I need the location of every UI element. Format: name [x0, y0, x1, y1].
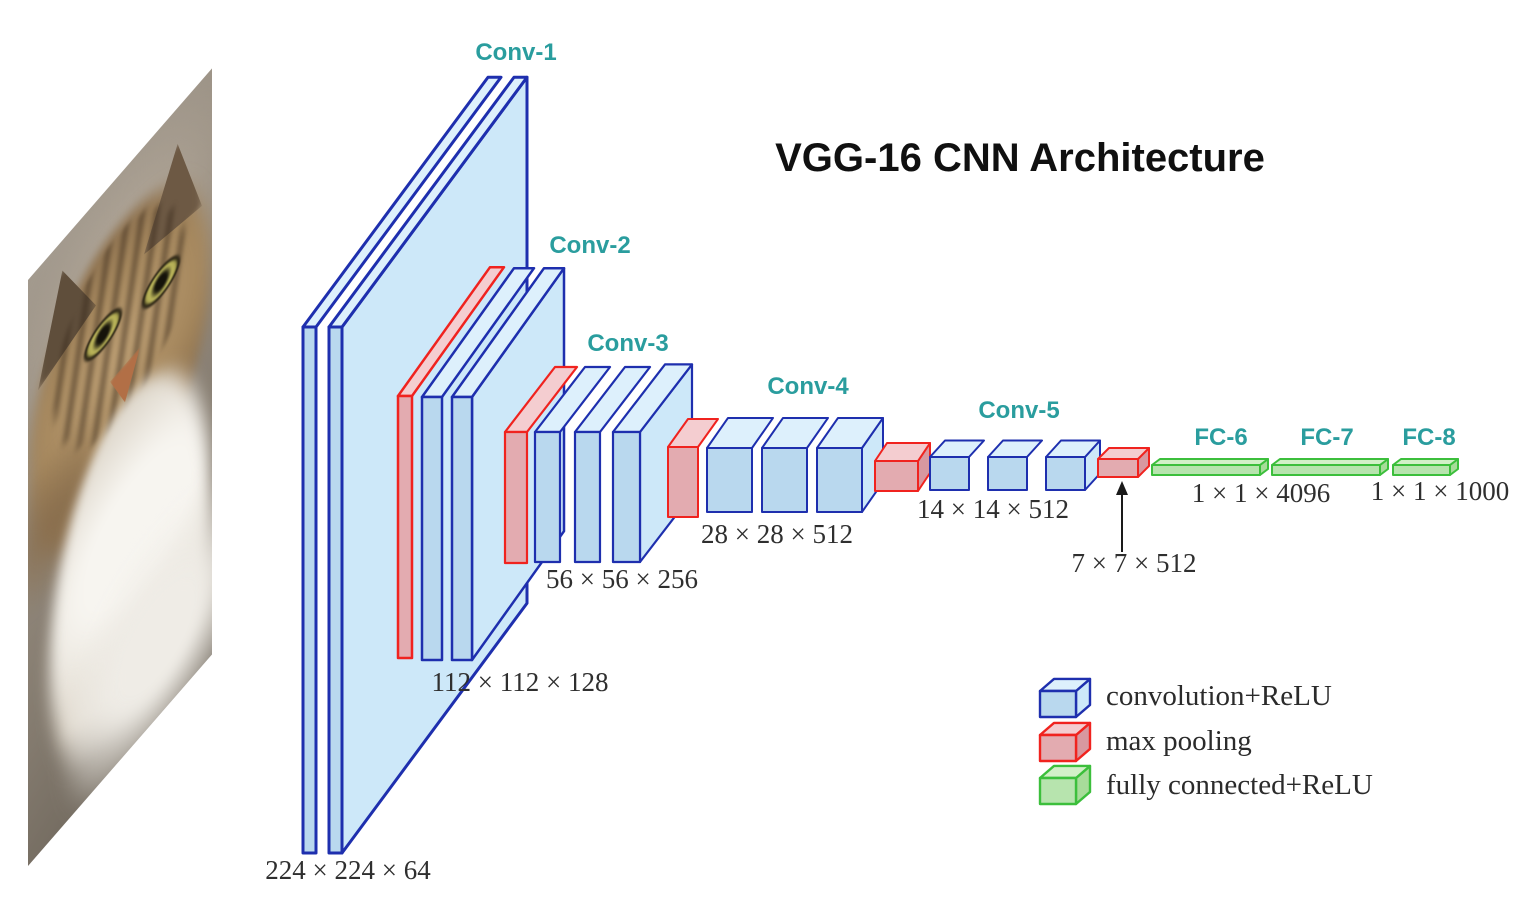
legend-cube-pool-front-face	[1038, 733, 1078, 763]
conv4-layer2-front-face	[761, 447, 808, 513]
pool2-front-face	[503, 430, 529, 565]
legend-cube-conv-front-face	[1038, 689, 1078, 719]
legend: convolution+ReLU max pooling fully connect…	[1038, 677, 1373, 806]
legend-item-pool: max pooling	[1038, 721, 1252, 763]
dimension-label-dim-56: 56 × 56 × 256	[546, 564, 698, 594]
layer-box-pool5	[1097, 447, 1150, 478]
dimension-label-dim-14: 14 × 14 × 512	[917, 494, 1069, 524]
legend-cube-fc-front-face	[1038, 776, 1078, 806]
dimension-label-dim-4096: 1 × 1 × 4096	[1192, 478, 1330, 508]
fc8-bar-front-face	[1392, 464, 1451, 476]
legend-label-pool: max pooling	[1106, 725, 1252, 757]
layer-box-conv3-layer1	[533, 365, 612, 564]
arrow-head-icon	[1116, 481, 1128, 495]
pool5-pointer-arrow	[1116, 481, 1128, 552]
layer-box-fc7-bar	[1271, 458, 1389, 476]
conv5-layer2-front-face	[987, 456, 1028, 491]
conv2-layer2-front-face	[450, 395, 474, 662]
conv1-layer1-front-face	[301, 325, 318, 855]
conv2-layer1-front-face	[420, 395, 444, 662]
conv5-layer3-front-face	[1045, 456, 1086, 491]
pool5-front-face	[1097, 458, 1139, 478]
layer-box-conv4-layer3	[816, 416, 884, 513]
dimension-label-dim-224: 224 × 224 × 64	[265, 855, 431, 885]
conv3-layer2-front-face	[573, 430, 602, 564]
fc6-bar-front-face	[1151, 464, 1261, 476]
group-label-conv-5: Conv-5	[978, 397, 1059, 424]
group-label-fc-6: FC-6	[1194, 424, 1247, 451]
conv3-layer3-front-face	[611, 430, 642, 564]
layer-box-pool1	[396, 265, 506, 660]
legend-item-conv: convolution+ReLU	[1038, 677, 1332, 719]
layer-boxes	[301, 75, 1459, 855]
legend-item-fc: fully connected+ReLU	[1038, 764, 1373, 806]
figure-title: VGG-16 CNN Architecture	[775, 136, 1265, 180]
layer-box-conv5-layer2	[987, 439, 1043, 491]
conv4-layer1-top-face	[706, 416, 774, 449]
pool4-front-face	[874, 460, 919, 492]
dimension-label-dim-112: 112 × 112 × 128	[432, 667, 609, 697]
conv5-layer1-front-face	[929, 456, 970, 491]
pool3-front-face	[667, 446, 699, 518]
legend-label-fc: fully connected+ReLU	[1106, 769, 1373, 801]
dimension-label-dim-1000: 1 × 1 × 1000	[1371, 476, 1509, 506]
conv1-layer2-front-face	[327, 325, 344, 855]
layer-box-conv3-layer3	[611, 363, 694, 564]
layer-box-pool2	[503, 365, 579, 565]
group-label-conv-1: Conv-1	[475, 39, 556, 66]
layer-box-conv3-layer2	[573, 365, 652, 564]
layer-box-conv4-layer1	[706, 416, 774, 513]
group-label-conv-2: Conv-2	[549, 232, 630, 259]
dimension-label-dim-7: 7 × 7 × 512	[1072, 548, 1197, 578]
dimension-label-dim-28: 28 × 28 × 512	[701, 519, 853, 549]
group-label-fc-8: FC-8	[1402, 424, 1455, 451]
layer-box-fc8-bar	[1392, 458, 1459, 476]
conv4-layer3-front-face	[816, 447, 863, 513]
layer-box-conv1-layer1	[301, 75, 503, 855]
conv5-layer2-top-face	[987, 439, 1043, 458]
conv3-layer1-front-face	[533, 430, 562, 564]
conv5-layer1-top-face	[929, 439, 985, 458]
conv4-layer2-top-face	[761, 416, 829, 449]
layer-box-conv4-layer2	[761, 416, 829, 513]
layer-box-pool3	[667, 418, 719, 518]
pool1-front-face	[396, 394, 414, 660]
conv4-layer1-front-face	[706, 447, 753, 513]
group-label-conv-3: Conv-3	[587, 330, 668, 357]
dimension-labels: 224 × 224 × 64 112 × 112 × 128 56 × 56 × 2…	[265, 476, 1509, 885]
layer-box-fc6-bar	[1151, 458, 1269, 476]
layer-box-pool4	[874, 442, 931, 492]
layer-box-conv5-layer3	[1045, 439, 1101, 491]
layer-box-conv5-layer1	[929, 439, 985, 491]
fc7-bar-front-face	[1271, 464, 1381, 476]
group-label-conv-4: Conv-4	[767, 373, 849, 400]
legend-label-conv: convolution+ReLU	[1106, 680, 1332, 712]
group-label-fc-7: FC-7	[1300, 424, 1353, 451]
layer-box-conv2-layer1	[420, 266, 536, 662]
